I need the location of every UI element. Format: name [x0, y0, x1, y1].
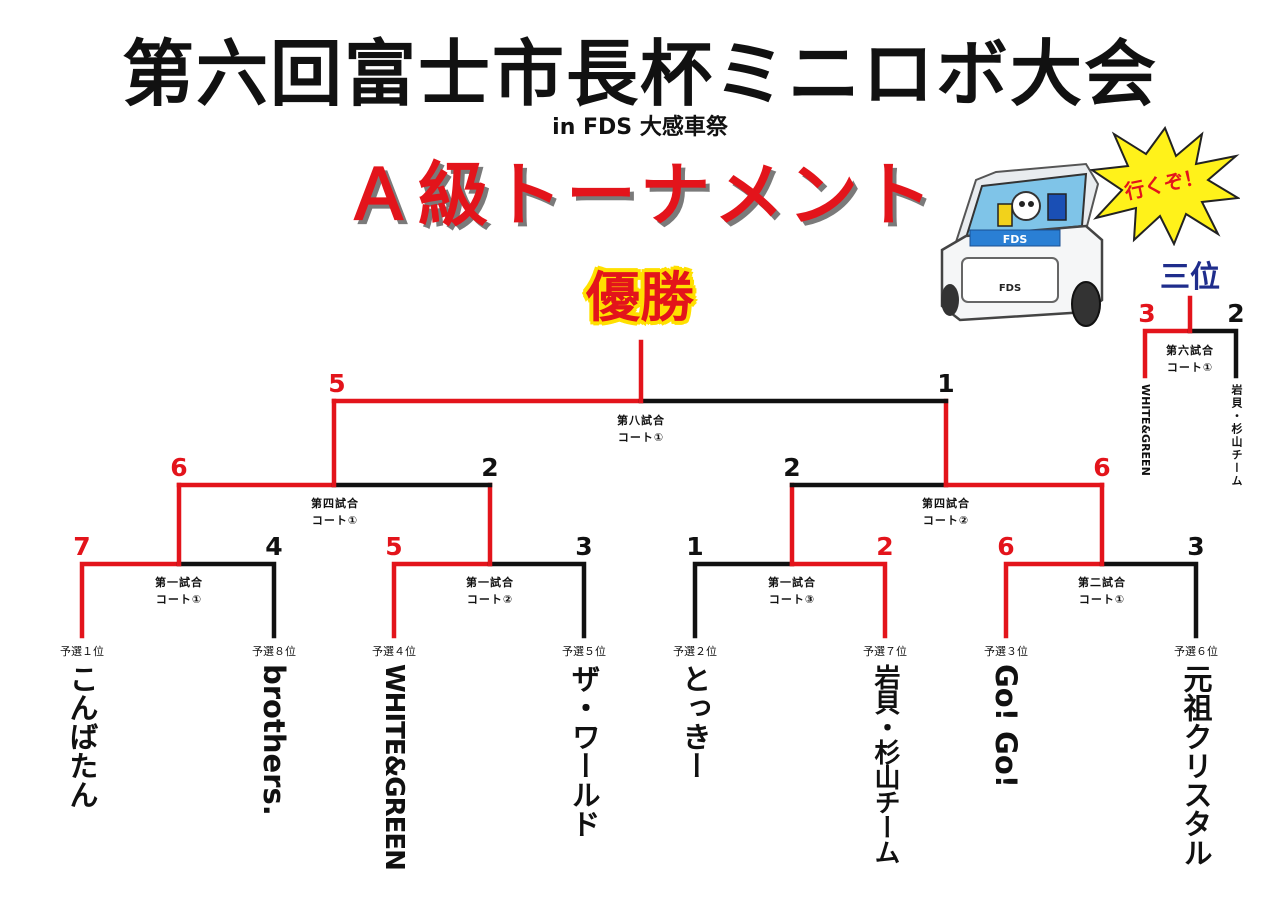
third-left-score: 3: [1138, 299, 1156, 328]
match-court: コート①: [1078, 593, 1126, 606]
team-name: とっきー: [678, 664, 712, 780]
match-name: 第六試合: [1166, 344, 1214, 357]
bracket-line-m1-right: [176, 561, 277, 639]
s1-left-score: 6: [170, 453, 188, 482]
match-court: コート①: [1166, 361, 1214, 374]
bracket-line-m2-left: [391, 561, 493, 639]
m3-right-score: 2: [876, 532, 894, 561]
s1-right-score: 2: [481, 453, 499, 482]
match-name: 第一試合: [155, 576, 203, 589]
team-name: brothers.: [257, 664, 291, 816]
team-name: Go! Go!: [989, 664, 1023, 789]
bracket-line-m3-left: [692, 561, 795, 639]
team-name: 元祖クリスタル: [1179, 664, 1213, 867]
final-match-label: 第八試合 コート①: [586, 412, 696, 446]
final-right-score: 1: [937, 369, 955, 398]
m2-right-seed: 予選５位: [562, 645, 606, 658]
robot-figure-icon: [1047, 193, 1067, 221]
bracket-line-third-left: [1142, 328, 1193, 379]
speech-burst: [1090, 126, 1240, 246]
match-name: 第二試合: [1078, 576, 1126, 589]
third-match-label: 第六試合 コート①: [1135, 342, 1245, 376]
robot-figure-icon: [997, 203, 1013, 227]
match-name: 第四試合: [922, 497, 970, 510]
third-right-score: 2: [1227, 299, 1245, 328]
m2-right-score: 3: [575, 532, 593, 561]
fds-car-mascot: FDS FDS: [940, 162, 1104, 327]
m4-left-score: 6: [997, 532, 1015, 561]
m1-right-seed: 予選８位: [252, 645, 296, 658]
m4-right-score: 3: [1187, 532, 1205, 561]
m2-left-score: 5: [385, 532, 403, 561]
tournament-title: Ａ級トーナメント: [344, 154, 936, 236]
bracket-line-m4-right: [1099, 561, 1199, 639]
third-place-label: 三位: [1160, 260, 1220, 295]
bracket-line-third-right: [1187, 328, 1239, 379]
s2-left-score: 2: [783, 453, 801, 482]
match-court: コート③: [768, 593, 816, 606]
m1-right-score: 4: [265, 532, 283, 561]
m4-left-seed: 予選３位: [984, 645, 1028, 658]
m3-right-seed: 予選７位: [863, 645, 907, 658]
match-court: コート②: [466, 593, 514, 606]
m2-left-seed: 予選４位: [372, 645, 416, 658]
s2-right-score: 6: [1093, 453, 1111, 482]
m1-match-label: 第一試合 コート①: [124, 574, 234, 608]
match-name: 第一試合: [768, 576, 816, 589]
team-name: WHITE&GREEN: [1139, 384, 1152, 476]
car-wheel-front: [1071, 281, 1101, 327]
winner-label: 優勝: [586, 265, 694, 329]
team-name: WHITE&GREEN: [379, 664, 409, 870]
team-name: ザ・ワールド: [567, 664, 601, 838]
car-wheel-left: [941, 284, 959, 316]
page-title: 第六回富士市長杯ミニロボ大会: [121, 31, 1158, 116]
bracket-line-m1-left: [79, 561, 182, 639]
match-name: 第八試合: [617, 414, 665, 427]
match-name: 第四試合: [311, 497, 359, 510]
event-subtitle: in FDS 大感車祭: [552, 115, 728, 140]
match-name: 第一試合: [466, 576, 514, 589]
team-name: こんばたん: [65, 664, 99, 809]
m4-match-label: 第二試合 コート①: [1047, 574, 1157, 608]
team-name: 岩貝・杉山チーム: [1230, 384, 1243, 488]
match-court: コート①: [155, 593, 203, 606]
car-front-panel: [961, 257, 1059, 303]
m1-left-seed: 予選１位: [60, 645, 104, 658]
m1-left-score: 7: [73, 532, 91, 561]
final-left-score: 5: [328, 369, 346, 398]
s2-match-label: 第四試合 コート②: [891, 495, 1001, 529]
team-name: 岩貝・杉山チーム: [870, 664, 900, 864]
m2-match-label: 第一試合 コート②: [435, 574, 545, 608]
bracket-line-m4-left: [1003, 561, 1105, 639]
match-court: コート②: [922, 514, 970, 527]
match-court: コート①: [617, 431, 665, 444]
bracket-line-m2-right: [487, 561, 587, 639]
s1-match-label: 第四試合 コート①: [280, 495, 390, 529]
m3-match-label: 第一試合 コート③: [737, 574, 847, 608]
bracket-line-m3-right: [789, 561, 888, 639]
m4-right-seed: 予選６位: [1174, 645, 1218, 658]
m3-left-seed: 予選２位: [673, 645, 717, 658]
car-panel-label: FDS: [1003, 233, 1028, 246]
car-plate-label: FDS: [999, 283, 1021, 294]
car-blue-stripe: [969, 229, 1061, 247]
m3-left-score: 1: [686, 532, 704, 561]
match-court: コート①: [311, 514, 359, 527]
